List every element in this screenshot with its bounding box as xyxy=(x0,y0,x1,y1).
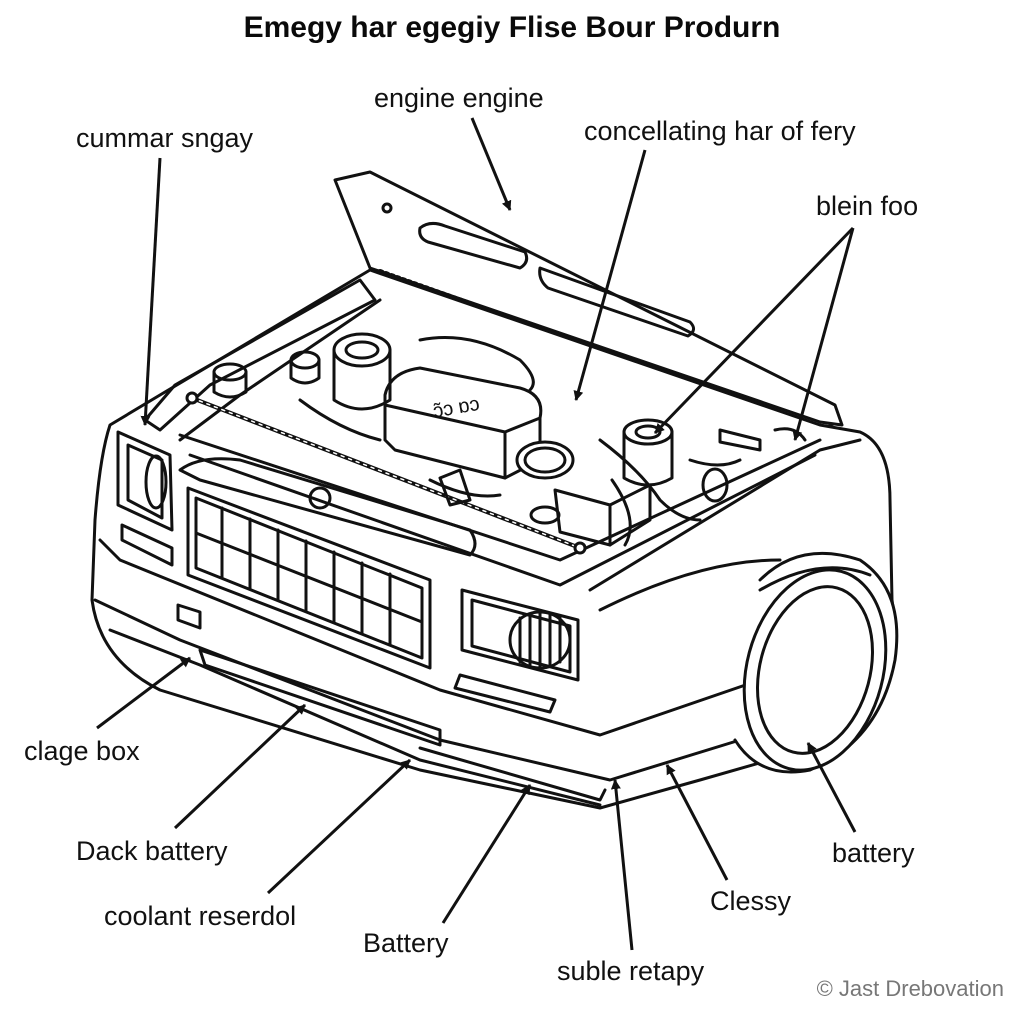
diagram-title: Emegy har egegiy Flise Bour Produrn xyxy=(243,11,781,44)
leader-arrow-suble-retapy xyxy=(610,779,634,951)
leader-arrow-coolant-reserdol xyxy=(266,758,412,895)
front-wheel xyxy=(733,551,899,774)
label-suble-retapy: suble retapy xyxy=(557,956,705,986)
leader-arrow-cummar-sngay xyxy=(140,157,162,426)
leader-arrow-concellating xyxy=(573,149,647,401)
label-clessy: Clessy xyxy=(710,886,792,916)
label-dack-battery: Dack battery xyxy=(76,836,228,866)
watermark: © Jast Drebovation xyxy=(816,976,1004,1001)
label-battery-bottom: Battery xyxy=(363,928,449,958)
leader-arrow-blein-foo-a xyxy=(653,226,855,435)
leader-arrow-engine-engine xyxy=(470,117,512,211)
label-blein-foo: blein foo xyxy=(816,191,919,221)
label-battery-right: battery xyxy=(832,838,915,868)
label-concellating: concellating har of fery xyxy=(584,116,856,146)
leader-arrow-dack-battery xyxy=(173,703,307,830)
leader-arrow-clage-box xyxy=(96,656,191,730)
engine-assembly xyxy=(185,332,807,555)
label-engine-engine: engine engine xyxy=(374,83,544,113)
label-clage-box: clage box xyxy=(24,736,140,766)
leader-arrow-battery-bottom xyxy=(441,784,532,924)
label-coolant-reserdol: coolant reserdol xyxy=(104,901,297,931)
leader-arrow-clessy xyxy=(665,764,729,881)
leader-arrow-blein-foo-b xyxy=(792,227,855,441)
label-cummar-sngay: cummar sngay xyxy=(76,123,254,153)
leader-arrow-battery-right xyxy=(806,742,857,833)
grille xyxy=(186,486,432,670)
car-body xyxy=(90,268,896,810)
